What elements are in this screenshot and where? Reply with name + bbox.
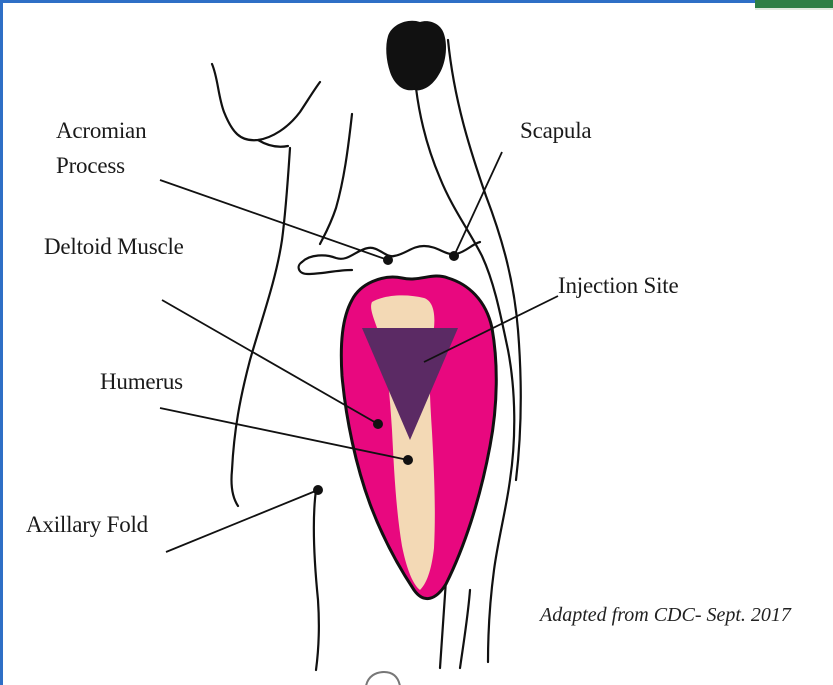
humerus-dot [403, 455, 413, 465]
scapula-dot [449, 251, 459, 261]
injection-site-label: Injection Site [558, 273, 678, 298]
acromion-dot [383, 255, 393, 265]
axillary-outline [314, 490, 319, 670]
lower-arm-outline [440, 580, 446, 668]
hair-silhouette [386, 21, 446, 91]
jaw-outline [212, 64, 320, 140]
bottom-circle-fragment [366, 672, 400, 685]
axillary-fold-leader [166, 490, 318, 552]
deltoid-label: Deltoid Muscle [44, 234, 184, 259]
scapula-leader [454, 152, 502, 256]
inner-neck-outline [320, 114, 352, 244]
axillary-fold-dot [313, 485, 323, 495]
deltoid-dot [373, 419, 383, 429]
acromion-label-line2: Process [56, 153, 125, 178]
credit-text: Adapted from CDC- Sept. 2017 [538, 604, 792, 626]
chin-outline [258, 140, 288, 147]
axillary-fold-label: Axillary Fold [26, 512, 149, 537]
acromion-leader [160, 180, 388, 260]
humerus-label: Humerus [100, 369, 183, 394]
acromion-loop [299, 262, 352, 274]
acromion-label-line1: Acromian [56, 118, 147, 143]
torso-left-outline [231, 148, 290, 506]
lower-arm-outline-2 [460, 590, 470, 668]
scapula-label: Scapula [520, 118, 591, 143]
